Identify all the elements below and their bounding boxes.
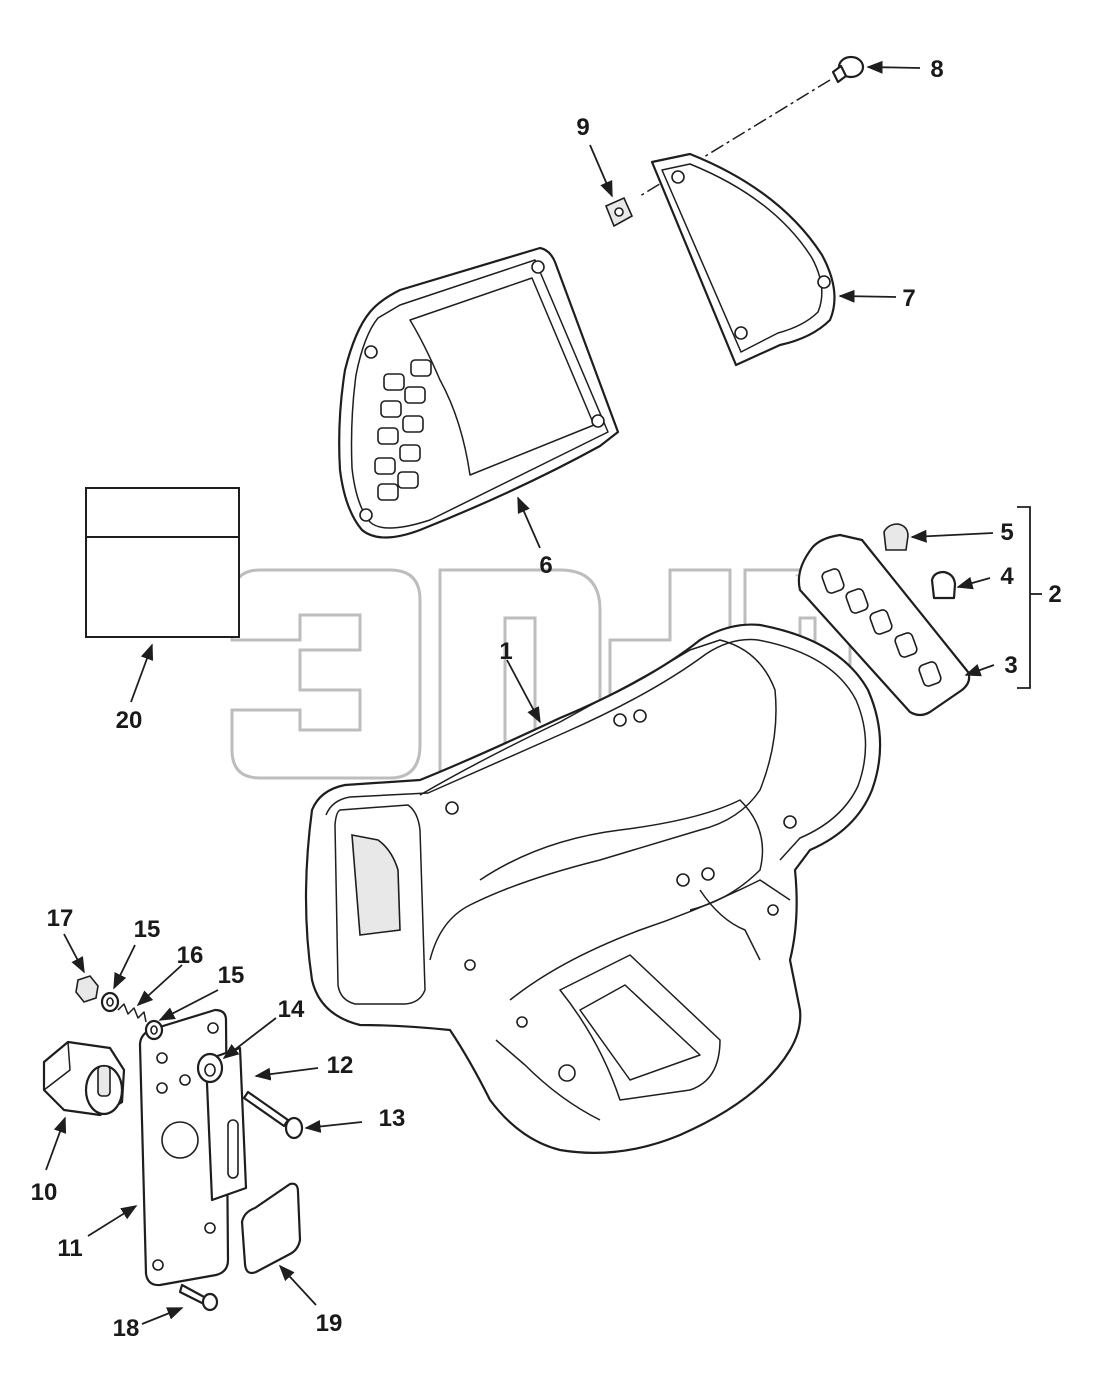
callout-14: 14 xyxy=(278,996,305,1023)
part-9-clip-nut xyxy=(604,196,634,228)
panel-switch-grid xyxy=(374,359,432,501)
callout-15-upper: 15 xyxy=(134,916,161,943)
callout-3: 3 xyxy=(1004,652,1017,679)
part-15-washer-b xyxy=(144,1019,164,1041)
callout-17: 17 xyxy=(47,905,74,932)
part-7-side-cover xyxy=(650,152,836,367)
part-17-nut xyxy=(75,975,99,1003)
callout-16: 16 xyxy=(177,942,204,969)
callout-19: 19 xyxy=(316,1310,343,1337)
part-16-spring xyxy=(117,1003,147,1023)
callout-5: 5 xyxy=(1000,519,1013,546)
part-5-switch-cap xyxy=(883,523,909,551)
callout-8: 8 xyxy=(930,56,943,83)
part-4-switch-cap xyxy=(930,570,957,600)
callout-2: 2 xyxy=(1048,581,1061,608)
part-1-dashboard-housing xyxy=(304,623,882,1154)
leader-lines xyxy=(45,60,1042,1325)
part-20-label xyxy=(85,487,240,638)
callout-13: 13 xyxy=(379,1105,406,1132)
callout-12: 12 xyxy=(327,1052,354,1079)
part-18-screw xyxy=(178,1283,219,1312)
part-10-key-switch xyxy=(42,1040,126,1117)
callout-18: 18 xyxy=(113,1315,140,1342)
part-15-washer-a xyxy=(100,991,120,1013)
callout-1: 1 xyxy=(499,638,512,665)
callout-15-lower: 15 xyxy=(218,962,245,989)
callout-20: 20 xyxy=(116,707,143,734)
part-2-switch-panel-assembly xyxy=(797,523,971,717)
callout-4: 4 xyxy=(1000,563,1014,590)
part-14-spacer xyxy=(196,1052,224,1084)
callout-11: 11 xyxy=(57,1235,82,1262)
callout-7: 7 xyxy=(902,285,915,312)
part-13-bolt xyxy=(242,1090,304,1140)
callout-10: 10 xyxy=(31,1179,58,1206)
part-19-gasket xyxy=(240,1182,302,1275)
callout-6: 6 xyxy=(539,552,552,579)
callout-labels: 8 9 7 6 5 4 2 3 1 20 17 15 16 15 14 12 1… xyxy=(31,56,1062,1342)
part-6-instrument-panel xyxy=(338,246,620,539)
callout-9: 9 xyxy=(576,114,589,141)
part-3-switch-bezel-slots xyxy=(821,568,942,687)
